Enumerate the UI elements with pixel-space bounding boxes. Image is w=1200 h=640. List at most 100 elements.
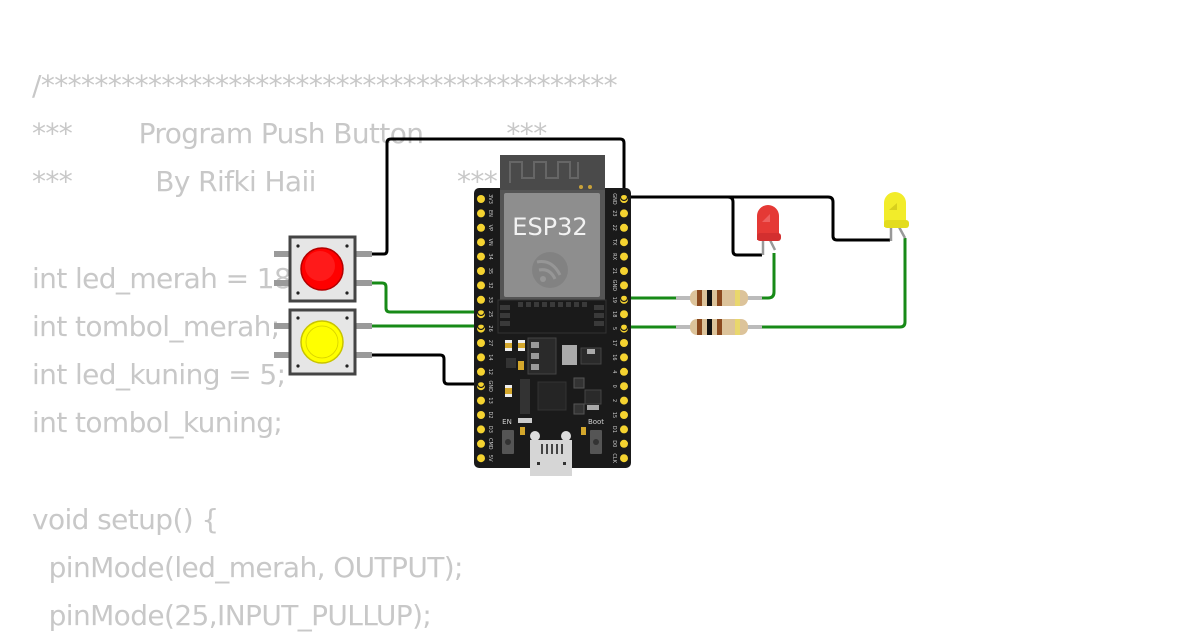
wire-gnd-red-button[interactable] <box>372 137 626 256</box>
pin-label: 25 <box>487 311 493 317</box>
push-button-yellow[interactable] <box>274 308 372 376</box>
code-line: int tombol_merah; <box>32 309 280 343</box>
led-yellow[interactable] <box>884 192 909 241</box>
wire-resistor2-yellow-led[interactable] <box>760 238 907 329</box>
pin-left-vn[interactable] <box>477 238 485 247</box>
pin-left-25[interactable] <box>477 310 485 319</box>
pin-label: RX <box>611 253 617 260</box>
wire-resistor1-red-led[interactable] <box>760 253 776 300</box>
pin-left-27[interactable] <box>477 339 485 347</box>
pin-label: EN <box>487 210 493 217</box>
pin-label: 19 <box>611 297 617 303</box>
pin-label: 34 <box>487 253 493 259</box>
pin-left-33[interactable] <box>477 295 485 304</box>
pin-right-tx[interactable] <box>620 238 628 247</box>
pin-connection-marker <box>476 321 486 331</box>
pin-right-23[interactable] <box>620 209 628 218</box>
micro-usb-port[interactable] <box>530 431 572 476</box>
pin-right-15[interactable] <box>620 411 628 419</box>
pin-label: CLK <box>611 453 617 463</box>
pin-left-35[interactable] <box>477 267 485 275</box>
wire-gnd-red-led[interactable] <box>624 195 890 242</box>
pin-label: CMD <box>487 438 493 450</box>
code-line: /***************************************… <box>32 69 618 102</box>
pin-right-18[interactable] <box>620 310 628 319</box>
pin-label: 2 <box>611 399 617 402</box>
code-line: pinMode(25,INPUT_PULLUP); <box>32 599 432 633</box>
smd-components <box>505 337 602 435</box>
pin-label: D3 <box>487 426 493 433</box>
pin-right-gnd[interactable] <box>620 195 628 203</box>
code-background: /***************************************… <box>32 62 618 640</box>
pin-label: 33 <box>487 297 493 303</box>
pin-label: 15 <box>611 412 617 418</box>
pin-right-21[interactable] <box>620 267 628 275</box>
pin-right-d1[interactable] <box>620 425 628 434</box>
resistor-1[interactable] <box>676 290 762 306</box>
pin-right-2[interactable] <box>620 396 628 405</box>
pin-label: TX <box>611 238 617 246</box>
pin-label: 3V3 <box>487 194 493 204</box>
pin-left-d3[interactable] <box>477 425 485 434</box>
pin-label: 5 <box>611 327 617 330</box>
pin-label: 0 <box>611 385 617 388</box>
esp32-chip-shield <box>504 193 600 297</box>
pin-left-vp[interactable] <box>477 223 485 232</box>
pin-label: 5V <box>487 455 493 462</box>
pin-right-d0[interactable] <box>620 439 628 448</box>
wire-gnd-yellow-button[interactable] <box>372 353 481 386</box>
pin-label: 16 <box>611 354 617 360</box>
code-line: int tombol_kuning; <box>32 406 283 440</box>
led-red[interactable] <box>757 205 781 255</box>
pin-right-19[interactable] <box>620 295 628 304</box>
code-line: *** By Rifki Haii *** <box>32 165 498 199</box>
wire-red-button-25[interactable] <box>372 281 481 314</box>
en-label: EN <box>502 418 512 426</box>
pin-connection-marker <box>476 379 486 389</box>
pin-right-clk[interactable] <box>620 454 628 463</box>
pin-left-32[interactable] <box>477 281 485 290</box>
pin-right-rx[interactable] <box>620 252 628 261</box>
code-line: int led_kuning = 5; <box>32 358 286 392</box>
pin-left-en[interactable] <box>477 209 485 218</box>
push-button-red[interactable] <box>274 235 372 303</box>
pin-left-12[interactable] <box>477 367 485 376</box>
pin-right-gnd[interactable] <box>620 281 628 290</box>
code-line: void setup() { <box>32 502 219 536</box>
pin-left-3v3[interactable] <box>477 195 485 203</box>
pin-label: D0 <box>611 440 617 447</box>
left-pin-header: 3V3ENVPVN343532332526271412GND13D2D3CMD5… <box>477 194 493 463</box>
pin-left-gnd[interactable] <box>477 382 485 391</box>
pin-label: VP <box>487 225 493 231</box>
pin-connection-marker <box>619 322 629 332</box>
pin-left-13[interactable] <box>477 396 485 405</box>
pin-label: GND <box>611 280 617 292</box>
pin-left-d2[interactable] <box>477 411 485 419</box>
wire-gnd-yellow-led[interactable] <box>727 195 762 257</box>
pin-right-5[interactable] <box>620 324 628 333</box>
resistor-2[interactable] <box>676 319 762 335</box>
board-name: ESP32 <box>512 213 587 241</box>
pin-left-26[interactable] <box>477 324 485 333</box>
pin-label: 14 <box>487 354 493 360</box>
pin-label: 23 <box>611 210 617 216</box>
pin-label: 27 <box>487 340 493 346</box>
boot-label: Boot <box>588 418 604 426</box>
espressif-logo-icon <box>532 252 568 288</box>
pin-connection-marker <box>476 307 486 317</box>
pin-left-34[interactable] <box>477 252 485 261</box>
pin-label: GND <box>487 380 493 392</box>
pin-right-16[interactable] <box>620 353 628 362</box>
pin-right-4[interactable] <box>620 367 628 376</box>
pin-left-14[interactable] <box>477 353 485 362</box>
pin-right-0[interactable] <box>620 382 628 391</box>
pin-left-5v[interactable] <box>477 454 485 463</box>
pin-connection-marker <box>619 192 629 202</box>
pin-right-17[interactable] <box>620 339 628 347</box>
pin-left-cmd[interactable] <box>477 439 485 448</box>
yellow-button-cap[interactable] <box>300 320 344 364</box>
esp32-board[interactable]: ESP32 <box>474 155 631 476</box>
code-line: pinMode(led_merah, OUTPUT); <box>32 550 464 584</box>
pin-right-22[interactable] <box>620 223 628 232</box>
